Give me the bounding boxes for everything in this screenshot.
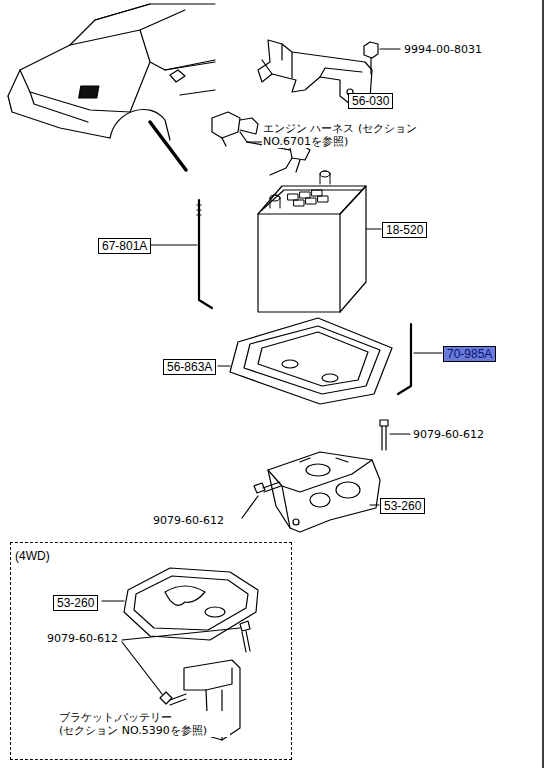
hold-down-rod xyxy=(398,324,442,394)
battery-bracket-4wd xyxy=(102,568,258,640)
variant-label: (4WD) xyxy=(15,549,50,563)
part-number-box: 56-863A xyxy=(163,359,216,375)
reference-note: ブラケット,バッテリー (セクション NO.5390を参照) xyxy=(58,711,230,737)
battery xyxy=(258,171,381,312)
battery-bracket xyxy=(268,452,380,532)
part-number-box: 70-985A xyxy=(443,346,496,362)
nut xyxy=(364,42,400,74)
part-number-box: 67-801A xyxy=(98,238,151,254)
bolt xyxy=(380,420,410,450)
hold-down-rod xyxy=(151,200,212,308)
part-number-box: 56-030 xyxy=(348,93,393,109)
part-number: 53-260 xyxy=(57,596,94,610)
page-border xyxy=(542,0,544,768)
part-number: 56-030 xyxy=(352,94,389,108)
part-number: 53-260 xyxy=(384,499,421,513)
bolt xyxy=(242,482,281,518)
part-number: 9079-60-612 xyxy=(46,632,119,645)
part-number: 56-863A xyxy=(167,360,212,374)
part-number: 70-985A xyxy=(447,347,492,361)
part-number-box: 53-260 xyxy=(380,498,425,514)
car-sketch xyxy=(8,4,215,170)
part-number-box: 18-520 xyxy=(382,222,427,238)
part-number: 18-520 xyxy=(386,223,423,237)
part-number: 67-801A xyxy=(102,239,147,253)
battery-tray xyxy=(218,318,392,404)
bolt xyxy=(122,621,250,716)
part-number: 9079-60-612 xyxy=(412,428,485,441)
part-number: 9079-60-612 xyxy=(152,514,225,527)
part-number-box: 53-260 xyxy=(53,595,98,611)
reference-note: エンジン ハーネス (セクション NO.6701を参照) xyxy=(262,122,432,148)
part-number: 9994-00-8031 xyxy=(403,43,483,56)
